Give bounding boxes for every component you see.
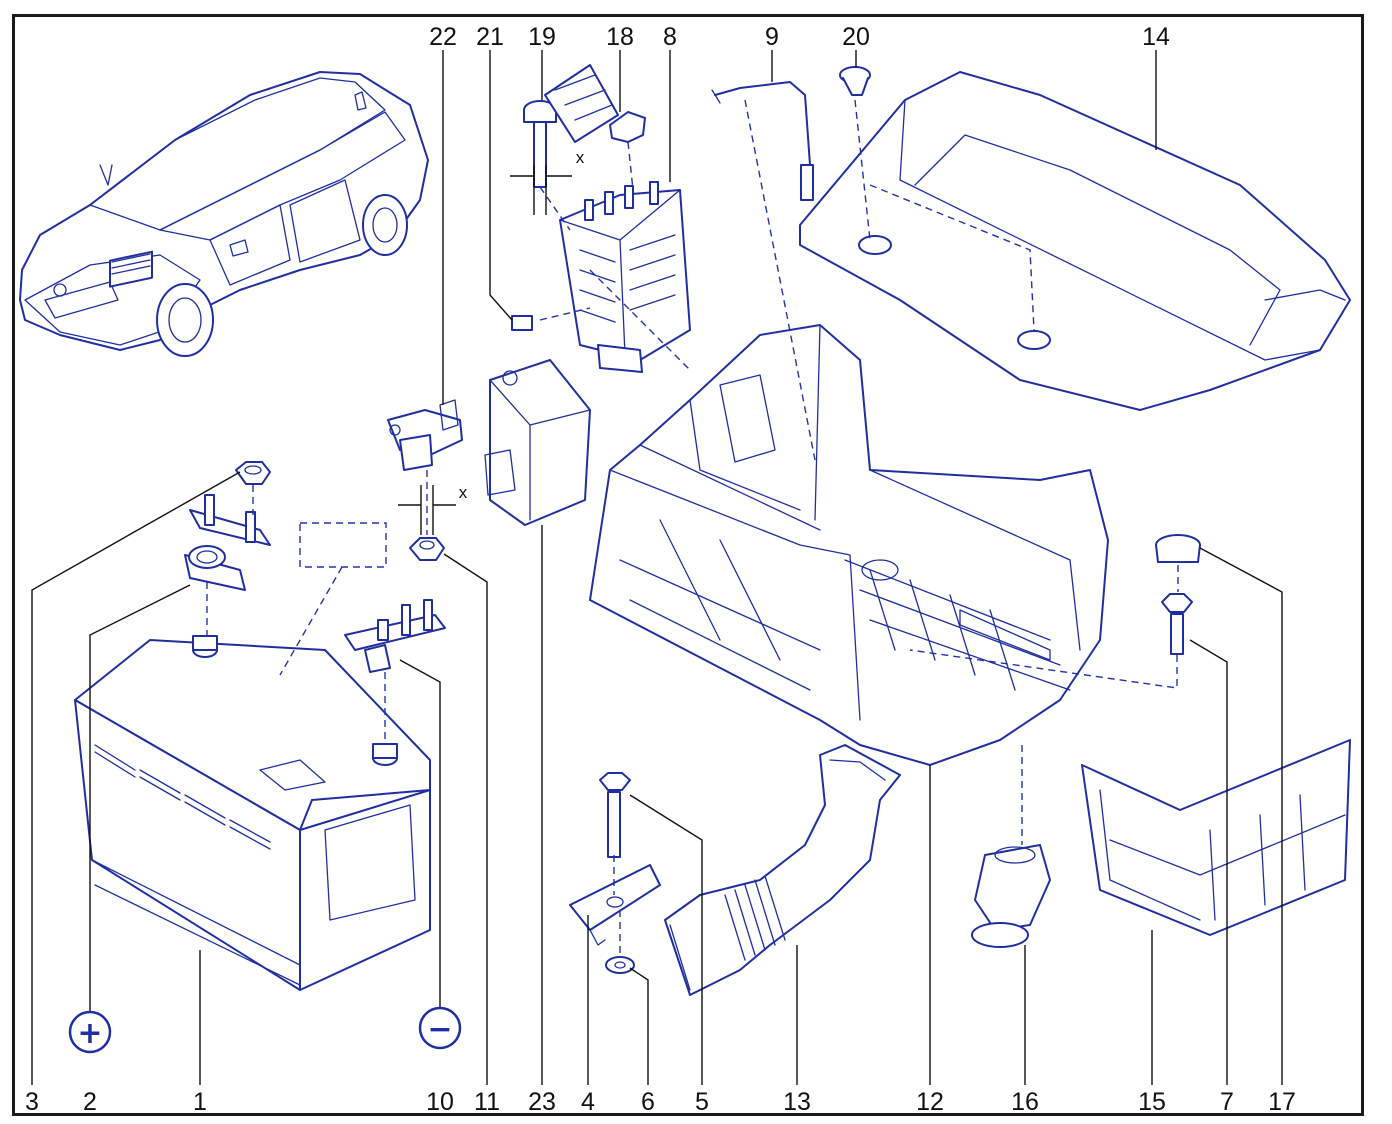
clip-part-20 [839,66,871,96]
label-5: 5 [695,1088,709,1116]
dimension-mark-upper: x [510,148,585,215]
side-panel-part-15 [1081,739,1351,936]
negative-terminal-clamp-part-10 [344,599,446,673]
fuse-box-part-8 [559,181,691,373]
leader-lines [31,50,1283,1085]
battery-cover-part-14 [799,71,1351,411]
grommet-part-16 [971,844,1051,948]
dimension-mark-lower: x [398,483,468,535]
air-duct-part-13 [664,744,901,996]
assembly-dashed-lines [206,99,1179,955]
label-20: 20 [842,23,870,51]
vent-tube-part-9 [711,81,814,201]
label-19: 19 [528,23,556,51]
positive-symbol-text: + [77,1016,102,1051]
clamp-part-18 [544,64,646,143]
bolt-part-5 [599,772,631,858]
label-8: 8 [663,23,677,51]
dimension-label-upper: x [576,148,585,167]
label-21: 21 [476,23,504,51]
label-14: 14 [1142,23,1170,51]
label-11: 11 [474,1088,500,1116]
negative-symbol-text: − [427,1012,452,1047]
positive-terminal-symbol: + [68,1010,112,1054]
label-2: 2 [83,1088,97,1116]
label-6: 6 [641,1088,655,1116]
fuse-part-21 [511,315,533,331]
battery-part-1 [74,635,431,991]
electronic-module-part-23 [484,359,591,526]
dimension-label-lower: x [459,483,468,502]
diagram-frame [12,14,1364,1116]
washer-part-6 [605,956,635,974]
bracket-part-4 [569,864,661,946]
label-10: 10 [426,1088,454,1116]
bolt-part-19 [523,100,557,188]
nut-part-11 [409,537,445,561]
label-12: 12 [916,1088,944,1116]
label-22: 22 [429,23,457,51]
label-17: 17 [1268,1088,1296,1116]
label-18: 18 [606,23,634,51]
label-15: 15 [1138,1088,1166,1116]
label-13: 13 [783,1088,811,1116]
label-4: 4 [581,1088,595,1116]
relay-part-22 [387,399,463,471]
battery-tray-part-12 [589,324,1109,766]
positive-terminal-clamp-part-2 [184,494,271,591]
vehicle-overview-illustration [19,71,429,357]
label-9: 9 [765,23,779,51]
label-7: 7 [1220,1088,1234,1116]
negative-terminal-symbol: − [418,1006,462,1050]
part-number-labels: 22 21 19 18 8 9 20 14 3 2 1 10 11 23 4 6… [25,23,1296,1116]
label-1: 1 [193,1088,207,1116]
label-16: 16 [1011,1088,1039,1116]
terminal-nut-part-3 [235,461,271,485]
label-3: 3 [25,1088,39,1116]
cap-part-17 [1155,534,1201,563]
label-23: 23 [528,1088,556,1116]
bolt-part-7 [1161,593,1193,655]
reference-box-dashed [299,522,387,568]
